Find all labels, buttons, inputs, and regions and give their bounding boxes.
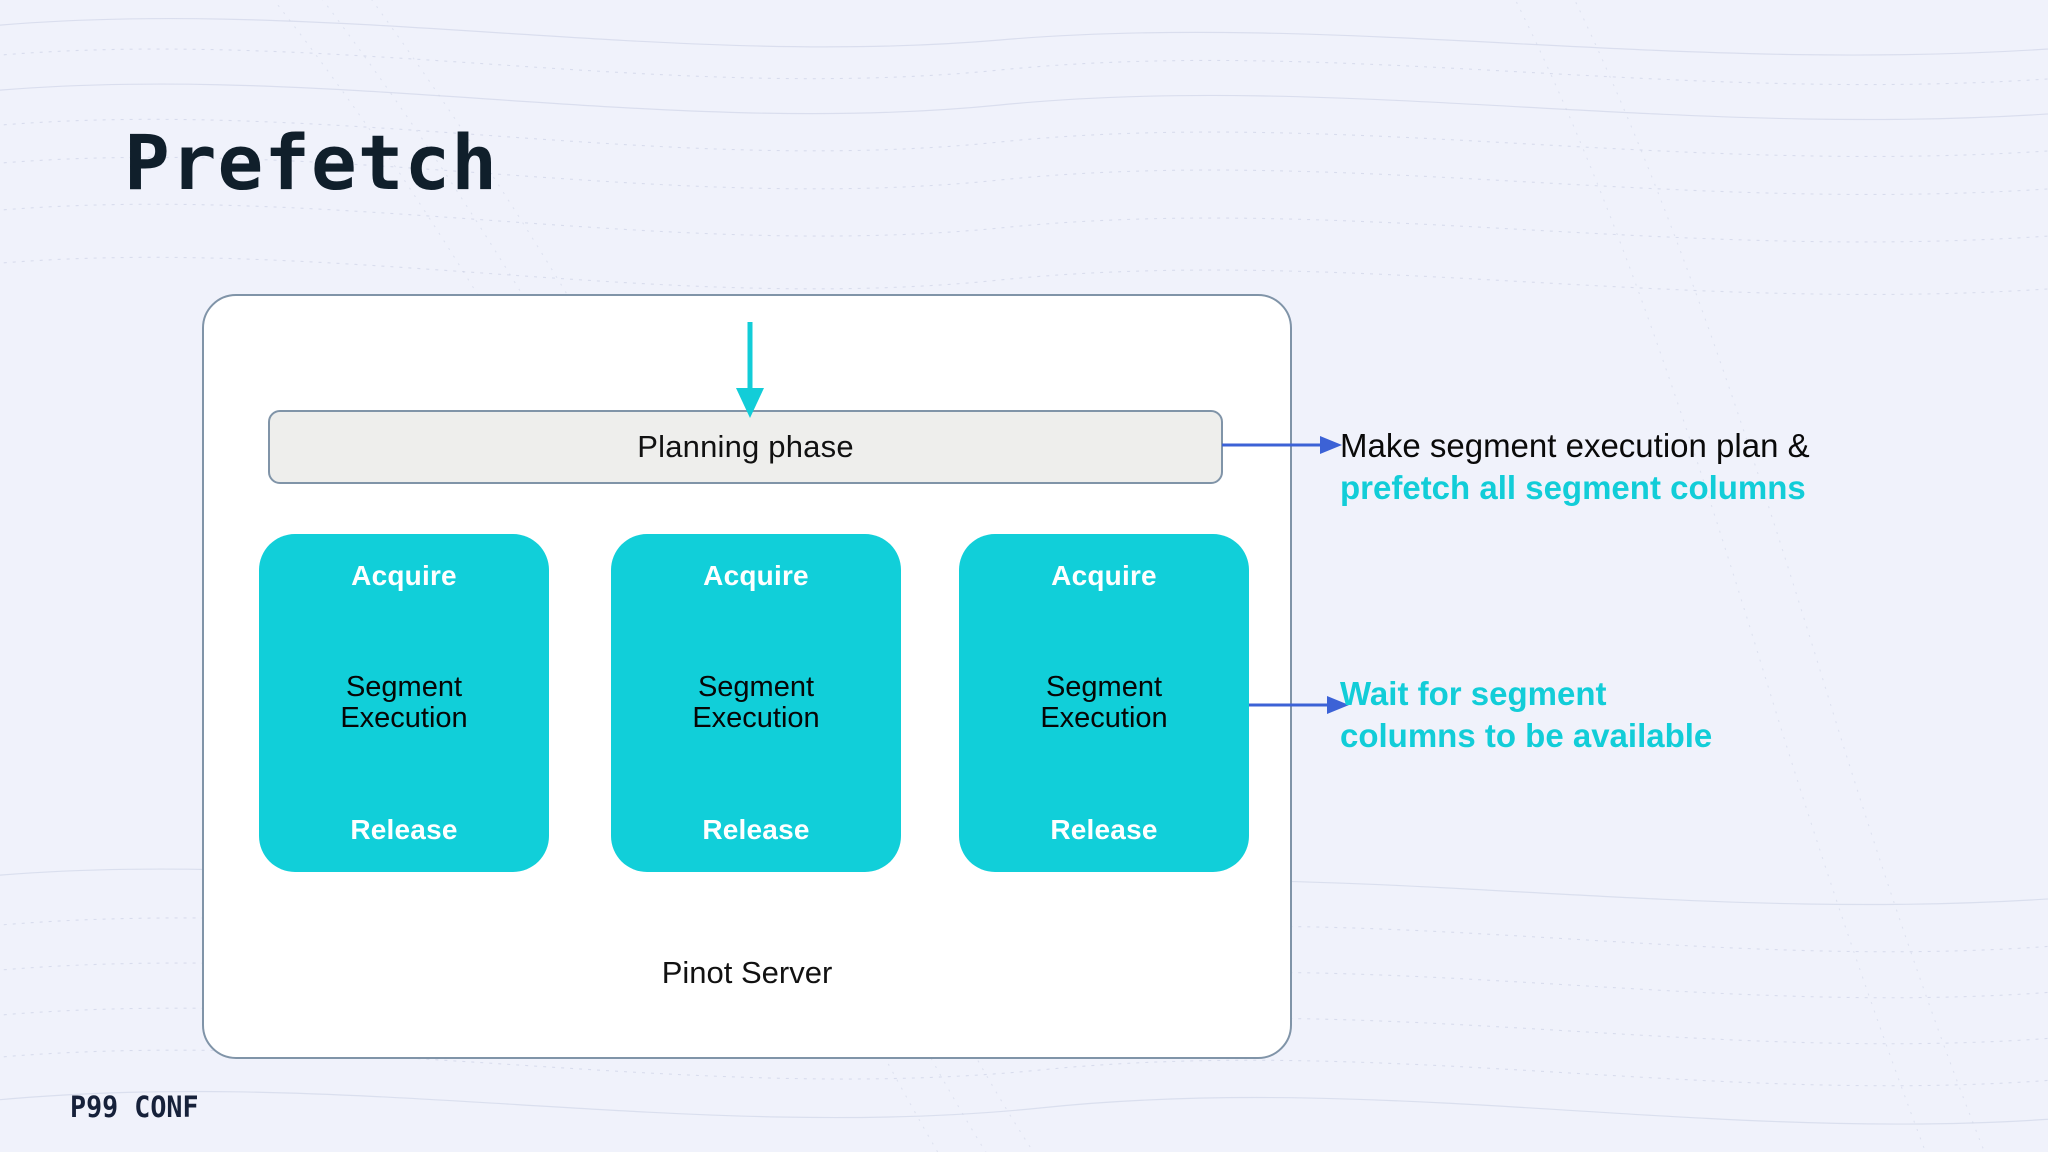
planning-annotation: Make segment execution plan & prefetch a…: [1340, 425, 1810, 509]
page-title: Prefetch: [124, 118, 499, 207]
p99conf-logo: P99 CONF: [70, 1090, 199, 1124]
release-label: Release: [702, 814, 810, 845]
planning-annotation-line-2: prefetch all segment columns: [1340, 469, 1806, 507]
segment-execution-label: Segment Execution: [692, 670, 820, 734]
segment-annotation: Wait for segment columns to be available: [1340, 673, 1712, 757]
segment-annotation-line-1: Wait for segment: [1340, 675, 1607, 712]
pinot-server-label: Pinot Server: [661, 955, 833, 990]
release-label: Release: [350, 814, 458, 845]
segment-box: Acquire Segment Execution Release: [959, 534, 1249, 872]
planning-annotation-arrow-icon: [1222, 436, 1342, 454]
segment-annotation-arrow-icon: [1249, 696, 1349, 714]
segment-box: Acquire Segment Execution Release: [259, 534, 549, 872]
segment-execution-label: Segment Execution: [340, 670, 468, 734]
release-label: Release: [1050, 814, 1158, 845]
acquire-label: Acquire: [703, 560, 809, 591]
planning-phase-box: Planning phase: [268, 410, 1223, 484]
segment-box: Acquire Segment Execution Release: [611, 534, 901, 872]
acquire-label: Acquire: [351, 560, 457, 591]
planning-phase-label: Planning phase: [637, 429, 854, 464]
segment-execution-label: Segment Execution: [1040, 670, 1168, 734]
segment-annotation-line-2: columns to be available: [1340, 717, 1713, 755]
planning-annotation-line-1: Make segment execution plan &: [1340, 427, 1810, 464]
acquire-label: Acquire: [1051, 560, 1157, 591]
prefetch-arrow-icon: [736, 322, 764, 418]
